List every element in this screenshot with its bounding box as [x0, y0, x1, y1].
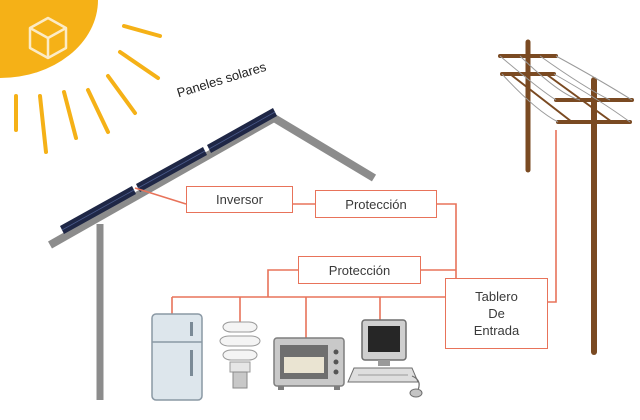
protection-box-top: Protección — [315, 190, 437, 218]
wiring — [134, 130, 557, 338]
computer-icon — [347, 319, 423, 398]
entry-panel-line-1: Tablero — [475, 289, 518, 304]
sun-icon — [0, 0, 162, 154]
house-outline — [48, 114, 377, 400]
entry-panel-line-3: Entrada — [473, 323, 520, 338]
protection-box-bottom: Protección — [298, 256, 421, 284]
cfl-bulb-icon — [219, 321, 261, 389]
utility-pole-icon — [498, 39, 634, 355]
microwave-oven-icon — [273, 337, 345, 390]
refrigerator-icon — [151, 313, 203, 401]
entry-panel-line-2: De — [488, 306, 505, 321]
cube-logo-icon — [28, 16, 68, 60]
inverter-box: Inversor — [186, 186, 293, 213]
entry-panel-box: Tablero De Entrada — [445, 278, 548, 349]
power-lines — [499, 55, 633, 123]
solar-panel-icon — [60, 108, 277, 234]
